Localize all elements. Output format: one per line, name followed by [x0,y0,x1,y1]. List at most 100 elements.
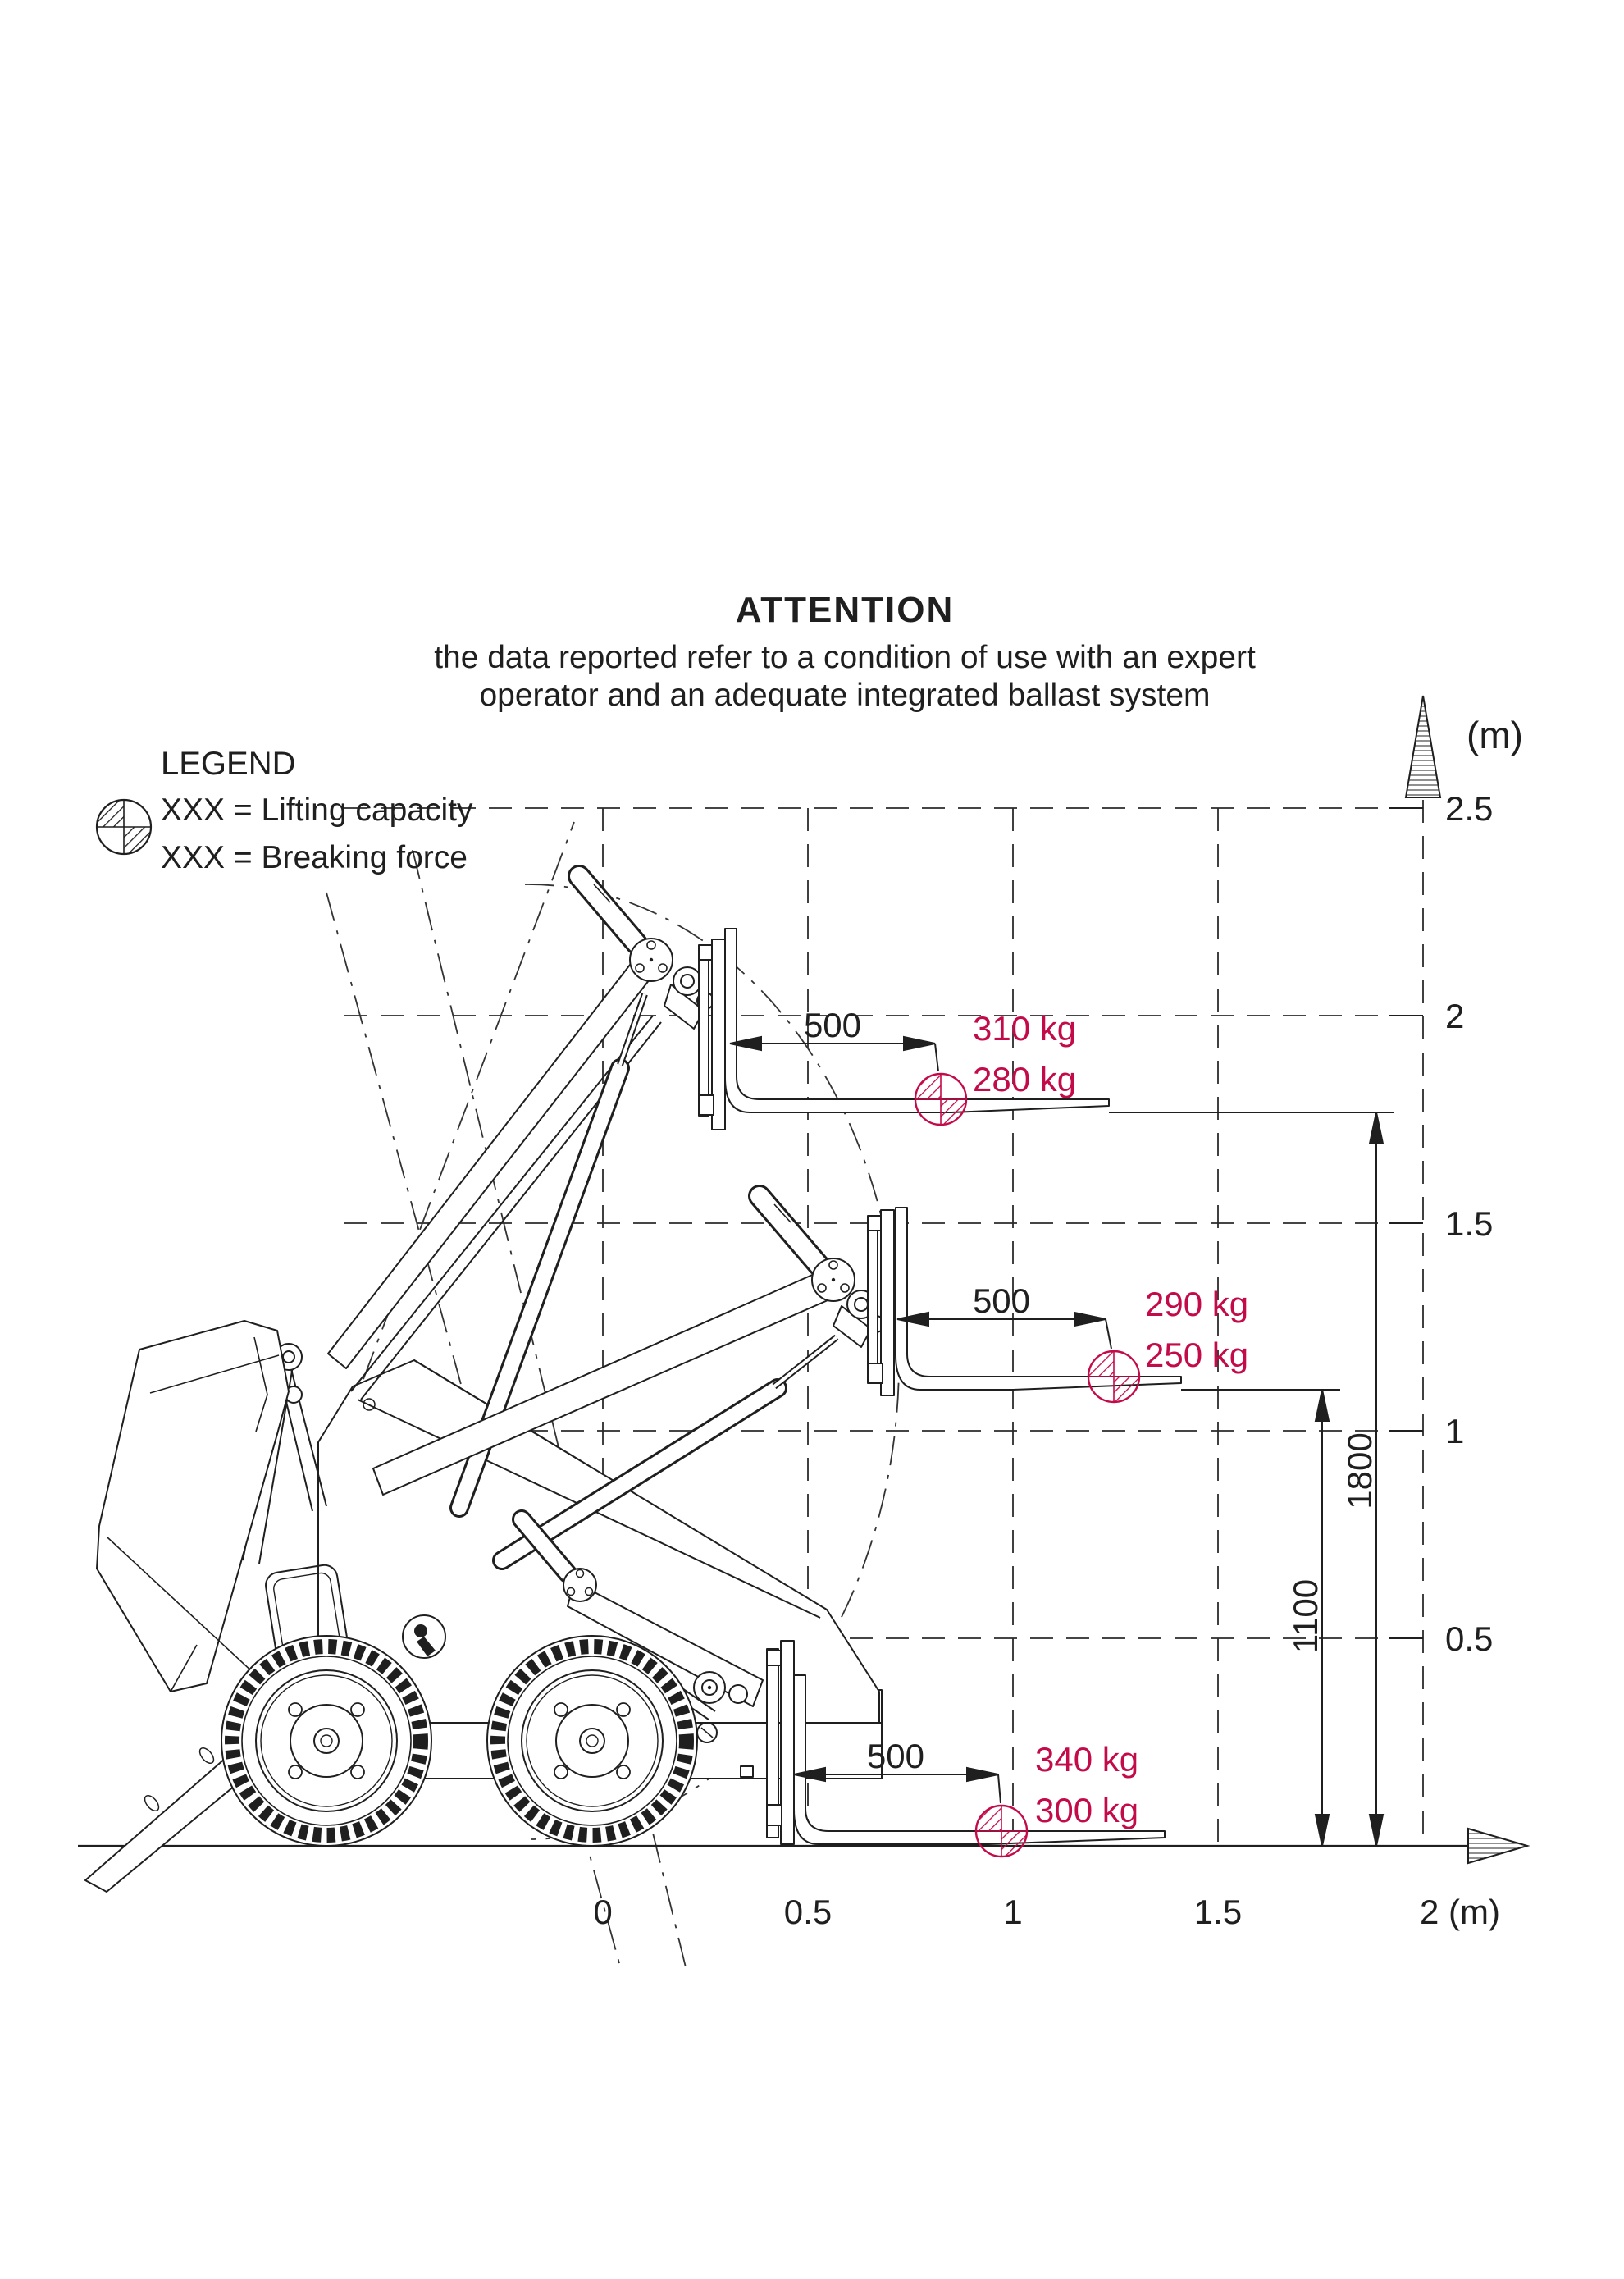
legend-load-center-icon [95,798,153,856]
ignition-key-icon [402,1614,446,1659]
bolt [288,1702,303,1717]
bolt [554,1765,568,1779]
hood-detail-circle [363,1398,376,1411]
load-center-marker-middle [1087,1350,1141,1404]
bolt [554,1702,568,1717]
rim-inner [260,1674,393,1807]
y-axis-arrow-icon [1404,695,1442,798]
legend-lifting-label: XXX = Lifting capacity [161,792,473,828]
capacity-low-breaking: 300 kg [1035,1791,1138,1829]
carriage-back-plate [867,1217,878,1383]
link-pulley-high [673,966,702,996]
dimension-500-middle [896,1311,1112,1350]
load-center-dimensions [729,1035,1112,1804]
y-tick-1: 1 [1445,1412,1464,1450]
x-axis-end-label: 2 (m) [1420,1893,1500,1931]
dim-500-high-label: 500 [804,1006,861,1044]
carriage-front-plate [880,1209,895,1396]
trace-line-3 [344,821,575,1430]
carriage-back-plate [766,1648,779,1838]
capacity-high-lifting: 310 kg [973,1009,1076,1048]
bolt [616,1765,631,1779]
flange-high [629,938,673,982]
fork-blade [895,1207,1182,1391]
load-center-marker-high [914,1072,968,1126]
loader-arm-low [512,1509,764,1743]
y-tick-2-5: 2.5 [1445,789,1493,828]
link-pin-low [728,1684,748,1704]
x-tick-0: 0 [593,1893,612,1931]
carriage-notch-top [867,1215,882,1231]
y-tick-0-5: 0.5 [1445,1619,1493,1658]
capacity-low-lifting: 340 kg [1035,1740,1138,1779]
x-axis-arrow-icon [1467,1827,1530,1865]
tire-tread [490,1639,694,1843]
dimension-500-low [793,1766,1001,1804]
y-axis-ticks [1389,807,1423,1639]
bucket-fold-1 [149,1354,280,1394]
load-center-markers [914,1072,1141,1858]
bucket-fold-3 [253,1336,268,1432]
carriage-notch-bottom [867,1363,883,1384]
y-tick-2: 2 [1445,997,1464,1035]
frame-slot-2 [144,1794,160,1812]
attention-line1: the data reported refer to a condition o… [434,640,1256,675]
bucket-shell [96,1320,290,1692]
fork-low [740,1640,1166,1845]
grid [344,800,1424,1846]
attention-title: ATTENTION [736,590,955,630]
x-tick-0-5: 0.5 [784,1893,832,1931]
boom-high [327,949,662,1369]
carriage-back-plate [698,947,709,1117]
bolt [350,1702,365,1717]
link-bracket-high [664,984,705,1030]
bucket-lip [170,1644,198,1692]
dim-500-low-label: 500 [867,1737,924,1775]
bucket-fold-2 [107,1537,255,1674]
flange-low [563,1568,597,1602]
x-tick-1-5: 1.5 [1194,1893,1242,1931]
hub [290,1704,363,1778]
carriage-notch-top [698,944,713,961]
rim-inner [526,1674,659,1807]
legend-breaking-label: XXX = Breaking force [161,840,468,875]
tire-tread [225,1639,428,1843]
loader-arm-middle [372,1185,885,1570]
dim-500-middle-label: 500 [973,1281,1030,1320]
carriage-notch-top [766,1650,782,1666]
link-bracket-middle [833,1305,872,1348]
height-dimensions [1109,1112,1394,1847]
boom-link-high-a [350,1015,654,1392]
legend-title: LEGEND [161,746,296,782]
loader-arm-high [327,865,714,1518]
handle-tick-middle [773,1203,791,1223]
carriage-notch-bottom [698,1094,714,1116]
wheel-front [221,1635,432,1847]
attention-line2: operator and an adequate integrated ball… [479,678,1210,713]
wheel-rear [486,1635,698,1847]
capacity-middle-lifting: 290 kg [1145,1285,1248,1323]
machine-drawing [84,865,1182,1893]
bolt [288,1765,303,1779]
y-axis-unit-label: (m) [1467,714,1523,756]
dim-1800-label: 1800 [1340,1432,1379,1509]
bolt [350,1765,365,1779]
dimension-1800 [1109,1112,1394,1847]
flange-middle [811,1258,855,1302]
axes [78,695,1530,1865]
handle-tick-high [593,884,611,903]
frame-slot-1 [198,1747,215,1765]
x-tick-1: 1 [1003,1893,1022,1931]
dim-1100-label: 1100 [1286,1579,1325,1653]
dimension-1100 [1181,1389,1340,1847]
capacity-middle-breaking: 250 kg [1145,1336,1248,1374]
y-tick-1-5: 1.5 [1445,1204,1493,1243]
fork-middle [867,1207,1182,1396]
bucket [96,1320,290,1692]
carriage-tab [740,1765,754,1778]
carriage-notch-bottom [766,1804,782,1826]
fork-blade [793,1674,1166,1845]
bolt [616,1702,631,1717]
